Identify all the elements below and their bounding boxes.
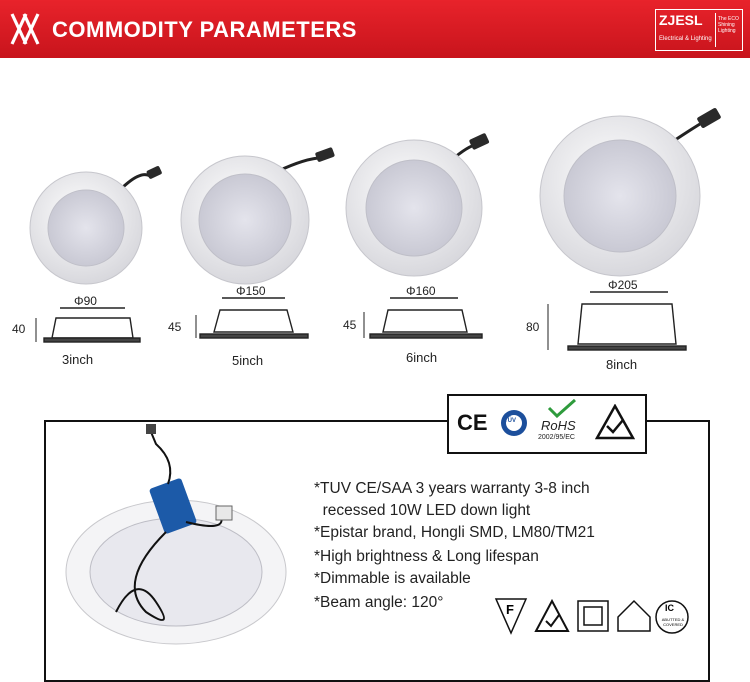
ic-mark-sub: ABUTTED & COVERED: [661, 617, 685, 627]
logo-sub: Electrical & Lighting: [659, 36, 712, 42]
bottom-cert-marks: [494, 598, 689, 635]
diameter-6inch: Φ160: [406, 284, 436, 298]
tuv-badge-icon: [501, 410, 527, 436]
height-3inch: 40: [12, 322, 26, 336]
feature-line-1: *TUV CE/SAA 3 years warranty 3-8 inch: [314, 480, 590, 497]
saa-triangle-icon: [595, 404, 635, 440]
tuv-label: TÜV: [504, 418, 516, 424]
feature-line-5: *Dimmable is available: [314, 570, 471, 587]
size-label-3inch: 3inch: [62, 352, 94, 367]
feature-line-6: *Beam angle: 120°: [314, 594, 444, 611]
f-mark-label: F: [506, 602, 514, 617]
profile-5inch: [195, 297, 309, 339]
xx-logo-icon: [10, 13, 40, 45]
header-banner: COMMODITY PARAMETERS ZJESL Electrical & …: [0, 0, 750, 58]
feature-line-4: *High brightness & Long lifespan: [314, 548, 539, 565]
logo-separator: [715, 13, 716, 47]
diameter-3inch: Φ90: [74, 294, 97, 308]
logo-brand: ZJESL: [659, 12, 703, 28]
product-photo: [65, 424, 287, 645]
ic-mark-label: IC: [665, 603, 674, 613]
brand-logo: ZJESL Electrical & Lighting The ECO Shin…: [655, 9, 743, 51]
certification-box: CE TÜV RoHS 2002/95/EC: [447, 394, 647, 454]
page-title: COMMODITY PARAMETERS: [52, 17, 357, 42]
profile-8inch: [547, 291, 687, 351]
profile-3inch: [35, 307, 141, 343]
lamp-5inch-photo: [180, 147, 335, 285]
f-mark-triangle-icon: [494, 598, 528, 635]
size-label-5inch: 5inch: [232, 353, 264, 368]
feature-line-2: recessed 10W LED down light: [314, 502, 531, 519]
saa-triangle-icon-2: [534, 598, 570, 632]
ic-rated-icon: [655, 600, 689, 634]
diameter-5inch: Φ150: [236, 284, 266, 298]
product-info-box: *TUV CE/SAA 3 years warranty 3-8 inch re…: [44, 420, 710, 682]
height-5inch: 45: [168, 320, 182, 334]
ce-mark: CE: [457, 410, 488, 435]
lamp-3inch-photo: [29, 166, 162, 285]
double-insulation-icon: [577, 600, 609, 632]
feature-line-3: *Epistar brand, Hongli SMD, LM80/TM21: [314, 524, 595, 541]
lamp-6inch-photo: [345, 133, 490, 277]
height-6inch: 45: [343, 318, 357, 332]
rohs-code: 2002/95/EC: [538, 434, 575, 441]
indoor-use-house-icon: [617, 599, 651, 632]
lamp-8inch-photo: [539, 108, 721, 277]
rohs-label: RoHS: [541, 418, 576, 433]
diameter-8inch: Φ205: [608, 278, 638, 292]
checkmark-icon: [547, 398, 576, 418]
logo-slogan: The ECO Shining Lighting: [718, 16, 739, 34]
size-label-8inch: 8inch: [606, 357, 638, 372]
lamp-illustrations: [29, 108, 721, 351]
size-label-6inch: 6inch: [406, 350, 438, 365]
height-8inch: 80: [526, 320, 540, 334]
profile-6inch: [363, 297, 483, 339]
